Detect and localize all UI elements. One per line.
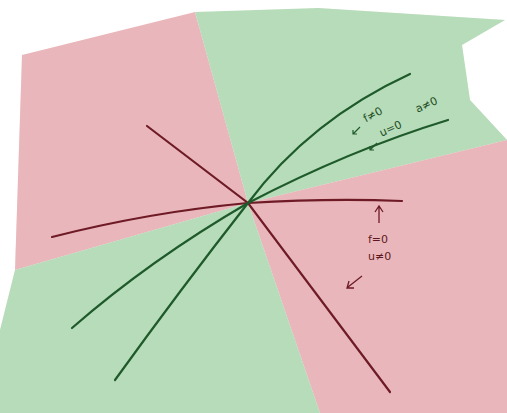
pointer-arrow	[353, 127, 360, 134]
condition-label: f=0	[368, 234, 388, 245]
curve-line	[147, 126, 390, 392]
curve-line	[72, 120, 448, 328]
curve-line	[115, 74, 410, 380]
pointer-arrow	[375, 206, 383, 223]
pointer-arrow	[347, 276, 362, 288]
pointer-arrow	[370, 143, 377, 150]
paper	[0, 8, 507, 413]
condition-label: u≠0	[368, 251, 391, 262]
